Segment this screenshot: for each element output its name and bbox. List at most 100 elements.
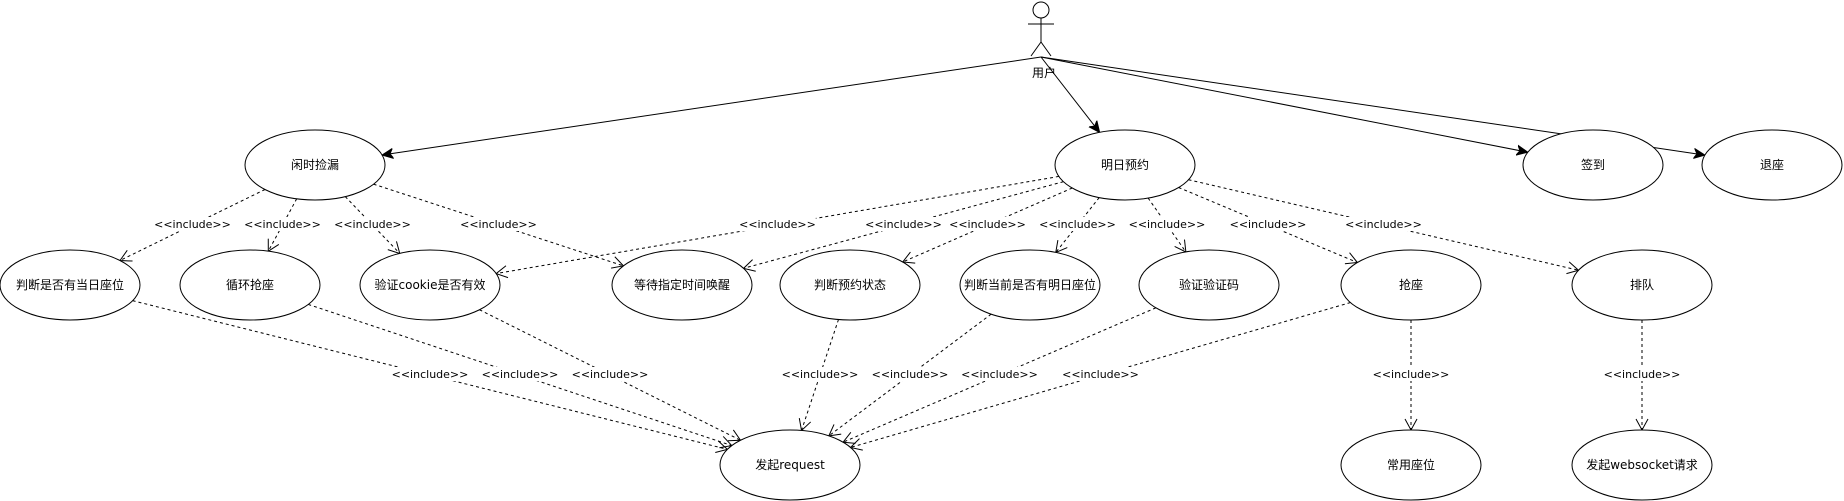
include-label: <<include>> bbox=[865, 218, 942, 231]
use-case-dengdai[interactable]: 等待指定时间唤醒 bbox=[611, 249, 753, 321]
include-label-bg bbox=[1345, 217, 1422, 231]
use-case-ellipse bbox=[1571, 429, 1713, 501]
use-case-xianshi[interactable]: 闲时捡漏 bbox=[244, 129, 386, 201]
include-label: <<include>> bbox=[961, 368, 1038, 381]
association-xianshi[interactable] bbox=[382, 56, 1042, 155]
use-case-qiandao[interactable]: 签到 bbox=[1522, 129, 1664, 201]
use-case-label: 发起request bbox=[755, 457, 825, 472]
include-label: <<include>> bbox=[1039, 218, 1116, 231]
use-case-label: 判断预约状态 bbox=[814, 277, 886, 292]
use-case-ellipse bbox=[359, 249, 501, 321]
include-label: <<include>> bbox=[739, 218, 816, 231]
include-label: <<include>> bbox=[1345, 218, 1422, 231]
include-label: <<include>> bbox=[1373, 368, 1450, 381]
include-label-bg bbox=[154, 217, 231, 231]
use-case-mingrizw[interactable]: 判断当前是否有明日座位 bbox=[959, 249, 1101, 321]
use-case-xunhuan[interactable]: 循环抢座 bbox=[179, 249, 321, 321]
include-label-bg bbox=[781, 367, 859, 381]
use-case-label: 退座 bbox=[1760, 157, 1784, 172]
include-label: <<include>> bbox=[334, 218, 411, 231]
use-case-ellipse bbox=[1138, 249, 1280, 321]
use-case-websocket[interactable]: 发起websocket请求 bbox=[1571, 429, 1713, 501]
use-case-ellipse bbox=[1571, 249, 1713, 321]
include-edge-mingrizw-request[interactable] bbox=[827, 313, 992, 437]
include-label-bg bbox=[1039, 217, 1116, 231]
use-case-label: 常用座位 bbox=[1387, 457, 1435, 472]
actor-label: 用户 bbox=[1032, 65, 1056, 80]
include-label-bg bbox=[865, 217, 942, 231]
actor-right-leg bbox=[1040, 41, 1052, 57]
use-case-label: 验证cookie是否有效 bbox=[375, 277, 486, 292]
actor-left-leg bbox=[1030, 41, 1042, 57]
use-case-qiangzuo[interactable]: 抢座 bbox=[1340, 249, 1482, 321]
include-label: <<include>> bbox=[460, 218, 537, 231]
actor-head bbox=[1032, 1, 1050, 19]
use-case-mingri[interactable]: 明日预约 bbox=[1054, 129, 1196, 201]
include-label: <<include>> bbox=[1129, 218, 1206, 231]
use-case-ellipse bbox=[959, 249, 1101, 321]
include-edge-mingri-cookie[interactable] bbox=[495, 175, 1059, 279]
include-edge-yuyuezt-request[interactable] bbox=[798, 319, 839, 432]
include-label-bg bbox=[871, 367, 949, 381]
include-label-bg bbox=[1229, 217, 1307, 231]
use-case-label: 抢座 bbox=[1399, 277, 1423, 292]
use-case-label: 判断当前是否有明日座位 bbox=[964, 277, 1096, 292]
include-label-bg bbox=[949, 217, 1026, 231]
use-case-label: 排队 bbox=[1630, 277, 1654, 292]
include-label: <<include>> bbox=[1604, 368, 1681, 381]
include-label-bg bbox=[1603, 367, 1681, 381]
include-label: <<include>> bbox=[872, 368, 949, 381]
include-edge-xianshi-xunhuan[interactable] bbox=[267, 198, 298, 253]
use-case-ellipse bbox=[1701, 129, 1843, 201]
use-case-ellipse bbox=[1340, 249, 1482, 321]
include-label: <<include>> bbox=[482, 368, 559, 381]
include-edge-mingri-dengdai[interactable] bbox=[742, 181, 1064, 272]
include-label: <<include>> bbox=[154, 218, 231, 231]
include-label-bg bbox=[1128, 217, 1206, 231]
use-case-ellipse bbox=[1522, 129, 1664, 201]
use-case-request[interactable]: 发起request bbox=[719, 429, 861, 501]
use-case-ellipse bbox=[1340, 429, 1482, 501]
include-label-bg bbox=[739, 217, 816, 231]
use-case-yanzhengma[interactable]: 验证验证码 bbox=[1138, 249, 1280, 321]
use-case-label: 验证验证码 bbox=[1179, 277, 1239, 292]
use-case-ellipse bbox=[779, 249, 921, 321]
association-mingri[interactable] bbox=[1040, 56, 1100, 132]
include-label-bg bbox=[571, 367, 649, 381]
use-case-ellipse bbox=[1054, 129, 1196, 201]
use-case-ellipse bbox=[611, 249, 753, 321]
use-case-label: 闲时捡漏 bbox=[291, 157, 339, 172]
include-label: <<include>> bbox=[1230, 218, 1307, 231]
include-label-bg bbox=[334, 217, 411, 231]
include-label: <<include>> bbox=[1062, 368, 1139, 381]
use-case-dangri[interactable]: 判断是否有当日座位 bbox=[0, 249, 141, 321]
include-label: <<include>> bbox=[244, 218, 321, 231]
include-label-bg bbox=[391, 367, 469, 381]
use-case-ellipse bbox=[179, 249, 321, 321]
include-edge-xianshi-dengdai[interactable] bbox=[373, 183, 625, 269]
include-label-bg bbox=[961, 367, 1038, 381]
use-case-changyong[interactable]: 常用座位 bbox=[1340, 429, 1482, 501]
use-case-label: 明日预约 bbox=[1101, 157, 1149, 172]
actor-user[interactable]: 用户 bbox=[1028, 1, 1056, 80]
include-label-bg bbox=[244, 217, 321, 231]
use-case-paidui[interactable]: 排队 bbox=[1571, 249, 1713, 321]
include-edge-xianshi-cookie[interactable] bbox=[344, 196, 401, 255]
include-label: <<include>> bbox=[572, 368, 649, 381]
include-label-bg bbox=[481, 367, 559, 381]
use-case-tuizuo[interactable]: 退座 bbox=[1701, 129, 1843, 201]
use-case-label: 循环抢座 bbox=[226, 277, 274, 292]
use-case-label: 发起websocket请求 bbox=[1586, 457, 1698, 472]
include-label: <<include>> bbox=[949, 218, 1026, 231]
use-case-ellipse bbox=[244, 129, 386, 201]
use-case-yuyuezt[interactable]: 判断预约状态 bbox=[779, 249, 921, 321]
include-label-bg bbox=[1372, 367, 1450, 381]
use-case-ellipse bbox=[719, 429, 861, 501]
use-case-label: 判断是否有当日座位 bbox=[16, 277, 124, 292]
include-label-bg bbox=[460, 217, 537, 231]
include-label-bg bbox=[1062, 367, 1139, 381]
use-case-label: 等待指定时间唤醒 bbox=[634, 277, 730, 292]
association-qiandao[interactable] bbox=[1040, 56, 1528, 152]
use-case-cookie[interactable]: 验证cookie是否有效 bbox=[359, 249, 501, 321]
